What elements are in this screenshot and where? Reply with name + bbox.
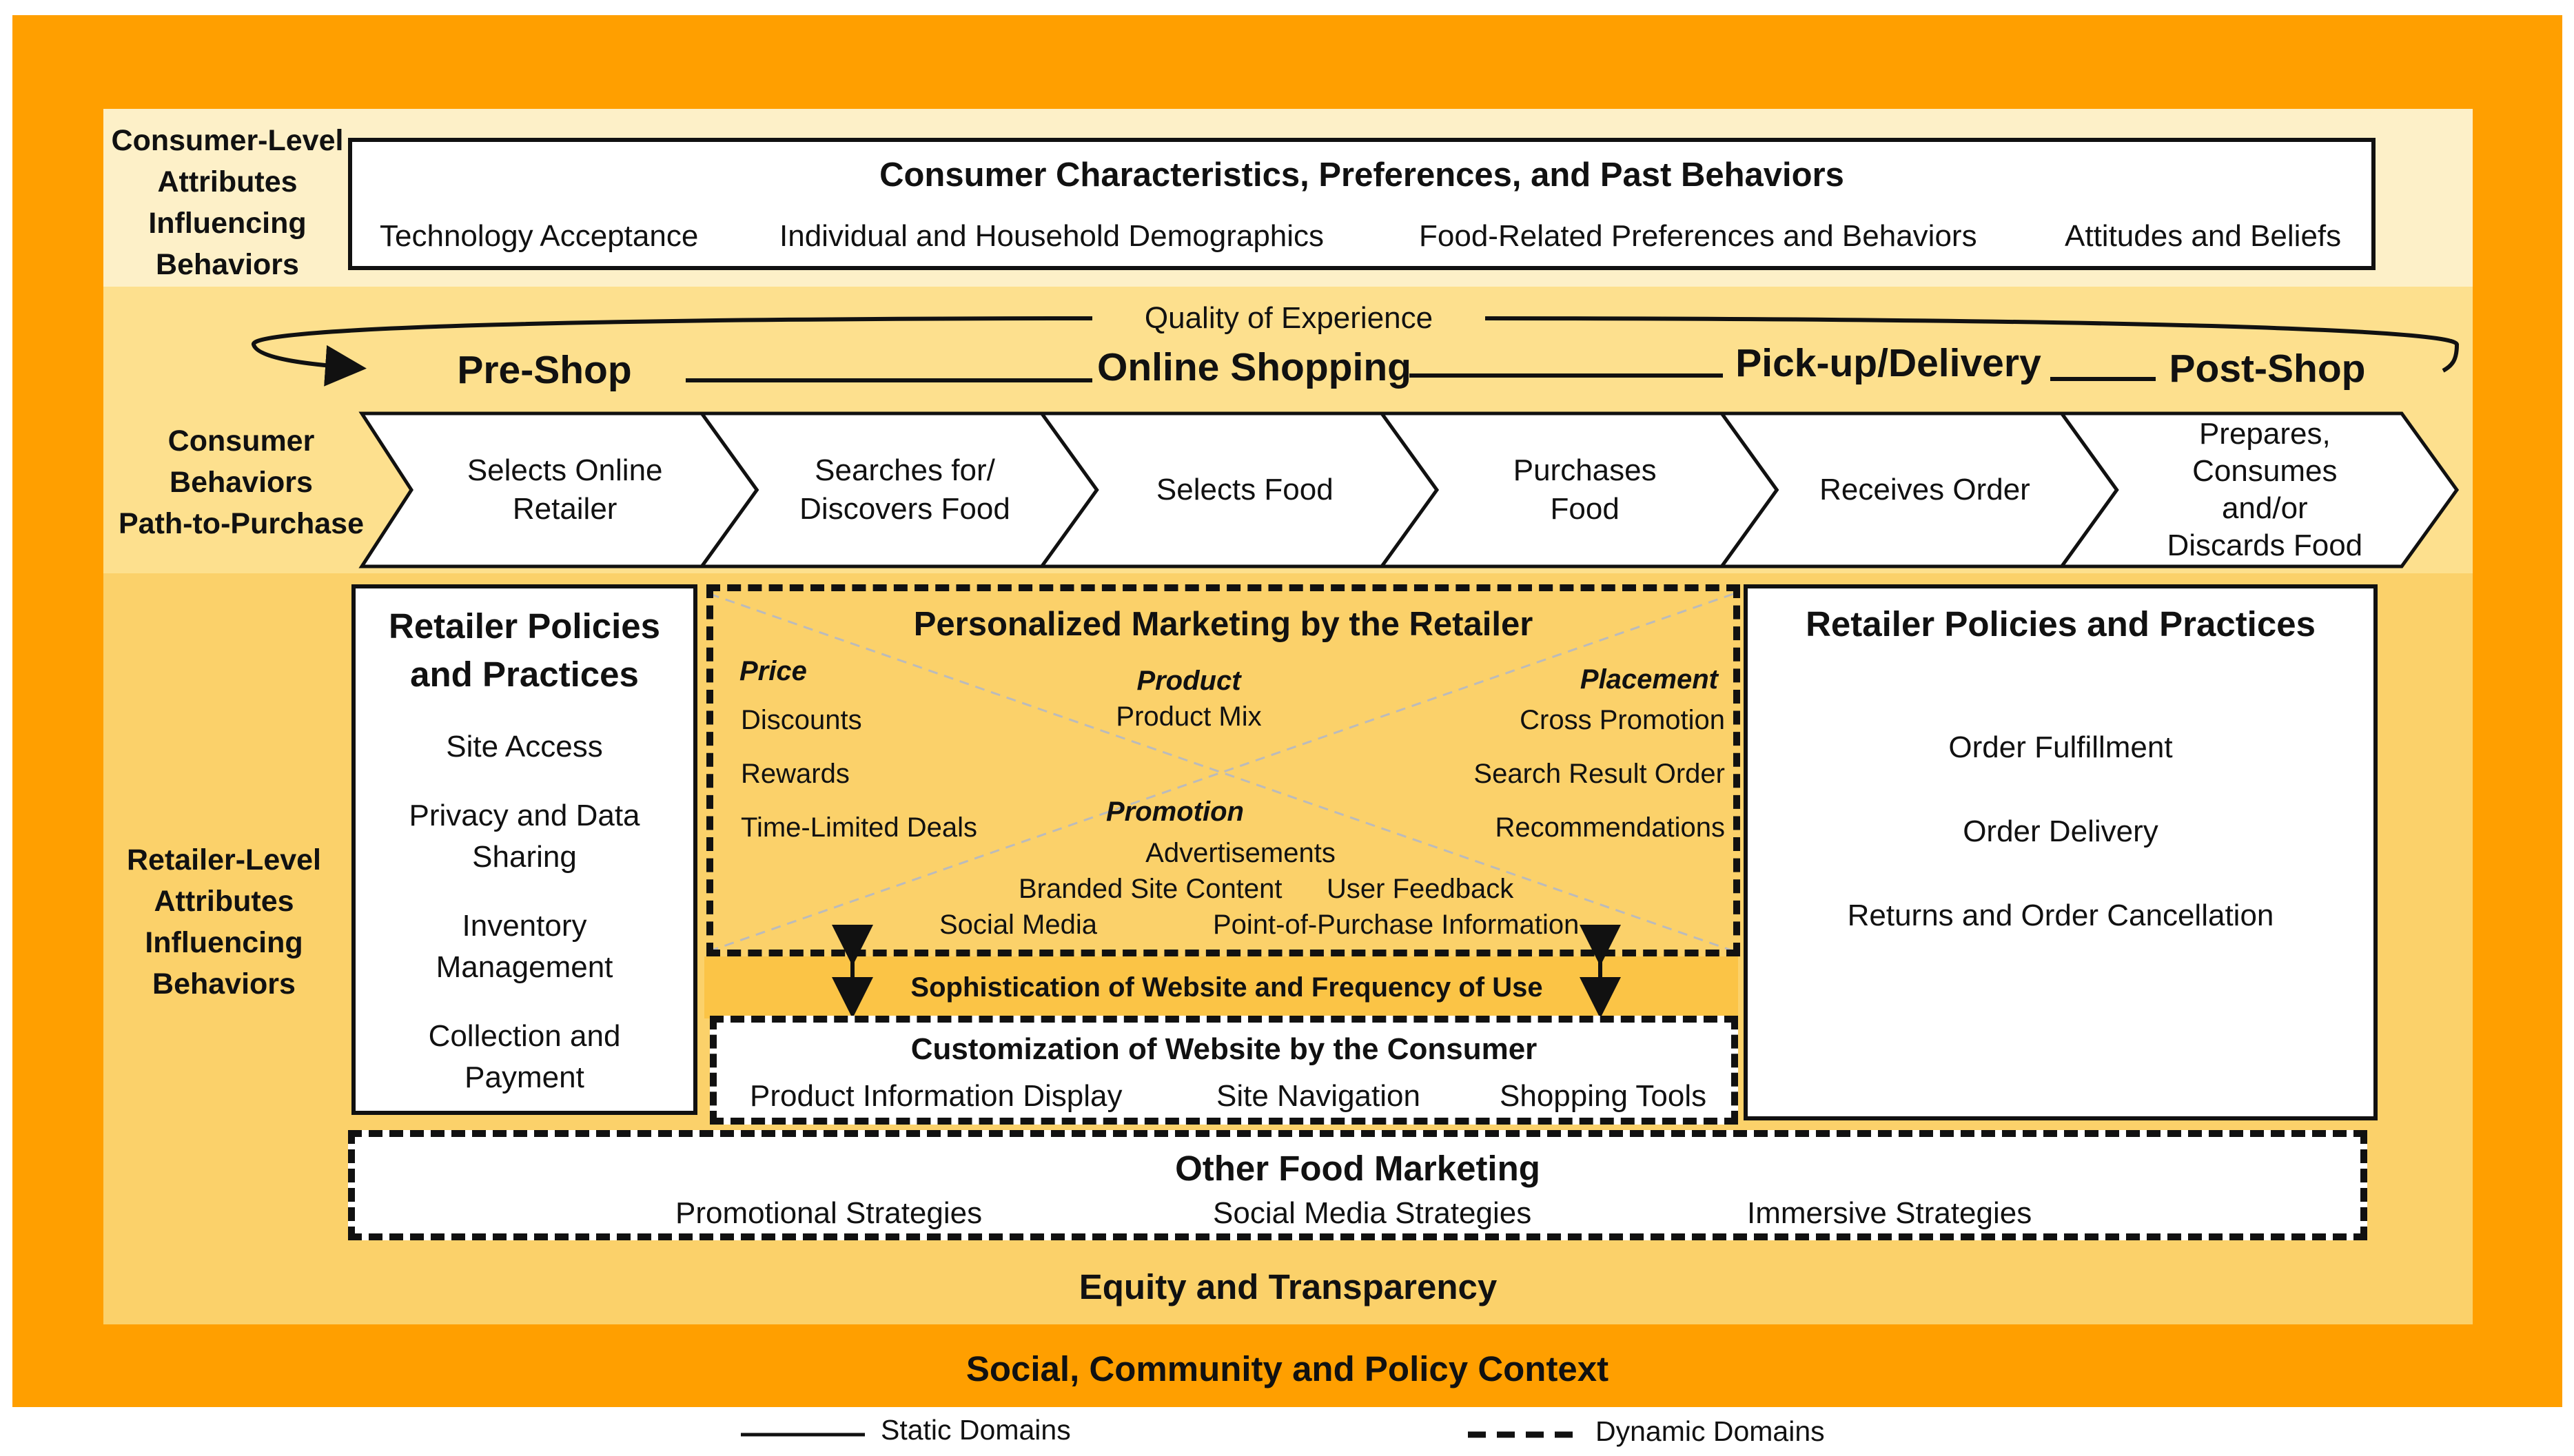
chevron-step-label-line: Consumes bbox=[2192, 454, 2338, 488]
placement-title: Placement bbox=[1580, 664, 1718, 695]
equity-transparency: Equity and Transparency bbox=[1079, 1267, 1498, 1306]
promotion-branded-content: Branded Site Content bbox=[1019, 874, 1283, 904]
legend-dynamic-label: Dynamic Domains bbox=[1595, 1415, 1825, 1447]
product-title: Product bbox=[1136, 666, 1241, 696]
privacy-line: Sharing bbox=[472, 840, 577, 874]
left-retailer-policies-box: Retailer Policies and Practices Site Acc… bbox=[351, 584, 697, 1115]
consumer-characteristics-box: Consumer Characteristics, Preferences, a… bbox=[348, 138, 2376, 270]
promotion-advertisements: Advertisements bbox=[1145, 838, 1336, 868]
label-line: Attributes bbox=[154, 885, 294, 918]
price-discounts: Discounts bbox=[741, 705, 862, 735]
inventory-line: Inventory bbox=[462, 909, 587, 943]
chevron-step-label-line: Receives Order bbox=[1819, 473, 2030, 506]
label-line: Influencing bbox=[148, 207, 307, 240]
inventory-line: Management bbox=[436, 950, 613, 984]
consumer-level-label: Consumer-Level Attributes Influencing Be… bbox=[103, 120, 351, 285]
customization-shopping-tools: Shopping Tools bbox=[1500, 1079, 1707, 1113]
chevron-step-label-line: Discards Food bbox=[2167, 529, 2363, 562]
right-policies-title: Retailer Policies and Practices bbox=[1806, 604, 2316, 644]
consumer-characteristics-title: Consumer Characteristics, Preferences, a… bbox=[879, 156, 1844, 194]
returns-cancellation: Returns and Order Cancellation bbox=[1847, 899, 2274, 932]
chevron-step-label-3: Selects Food bbox=[1081, 413, 1409, 566]
site-access: Site Access bbox=[446, 730, 603, 763]
label-line: Consumer bbox=[167, 424, 315, 458]
phase-pickup-delivery: Pick-up/Delivery bbox=[1735, 341, 2041, 385]
label-line: Attributes bbox=[157, 165, 298, 198]
label-line: Influencing bbox=[145, 926, 303, 959]
placement-recommendations: Recommendations bbox=[1495, 812, 1726, 843]
collection-line: Collection and bbox=[428, 1019, 621, 1053]
left-policies-title-line: and Practices bbox=[410, 655, 639, 694]
left-policies-title-line: Retailer Policies bbox=[388, 606, 661, 646]
promotion-user-feedback: User Feedback bbox=[1327, 874, 1514, 904]
consumer-behaviors-label: Consumer Behaviors Path-to-Purchase bbox=[103, 420, 379, 544]
chevron-step-label-line: Selects Food bbox=[1156, 473, 1334, 506]
promotion-title: Promotion bbox=[1106, 797, 1244, 827]
order-fulfillment: Order Fulfillment bbox=[1948, 730, 2173, 764]
other-food-marketing-box: Other Food Marketing Promotional Strateg… bbox=[348, 1130, 2367, 1240]
placement-search-result: Search Result Order bbox=[1473, 759, 1725, 789]
social-media-strategies: Social Media Strategies bbox=[1213, 1196, 1532, 1230]
price-time-limited: Time-Limited Deals bbox=[741, 812, 978, 843]
quality-loop-right bbox=[1474, 316, 2460, 373]
personalized-title: Personalized Marketing by the Retailer bbox=[913, 606, 1533, 643]
customization-site-navigation: Site Navigation bbox=[1216, 1079, 1420, 1113]
phase-online-shopping: Online Shopping bbox=[1097, 345, 1411, 389]
label-line: Behaviors bbox=[170, 466, 313, 499]
order-delivery: Order Delivery bbox=[1963, 814, 2158, 848]
chevron-step-6 bbox=[2058, 411, 2460, 568]
customization-product-info: Product Information Display bbox=[750, 1079, 1123, 1113]
label-line: Behaviors bbox=[156, 248, 299, 281]
price-title: Price bbox=[739, 656, 807, 686]
right-retailer-policies-box: Retailer Policies and Practices Order Fu… bbox=[1744, 584, 2378, 1120]
chevron-step-label-line: and/or bbox=[2221, 491, 2308, 525]
demographics: Individual and Household Demographics bbox=[779, 219, 1325, 253]
collection-line: Payment bbox=[464, 1060, 584, 1094]
retailer-level-label: Retailer-Level Attributes Influencing Be… bbox=[103, 839, 345, 1005]
chevron-step-label-line: Purchases bbox=[1513, 453, 1657, 487]
social-community-policy-context: Social, Community and Policy Context bbox=[966, 1349, 1609, 1388]
sophistication-band bbox=[704, 956, 1738, 1018]
chevron-step-label-line: Discovers Food bbox=[799, 492, 1010, 526]
chevron-step-label-5: Receives Order bbox=[1760, 413, 2089, 566]
label-line: Retailer-Level bbox=[126, 843, 322, 876]
chevron-step-label-2: Searches for/Discovers Food bbox=[740, 413, 1069, 566]
personalized-marketing-content: Personalized Marketing by the Retailer P… bbox=[713, 591, 1733, 950]
immersive-strategies: Immersive Strategies bbox=[1747, 1196, 2032, 1230]
quality-loop-left bbox=[252, 316, 1107, 387]
price-rewards: Rewards bbox=[741, 759, 850, 789]
phase-pre-shop: Pre-Shop bbox=[457, 348, 632, 392]
chevron-step-label-line: Searches for/ bbox=[815, 453, 995, 487]
promotion-point-of-purchase: Point-of-Purchase Information bbox=[1213, 910, 1580, 940]
personalized-marketing-box bbox=[706, 584, 1740, 956]
placement-cross-promotion: Cross Promotion bbox=[1520, 705, 1725, 735]
chevron-step-label-line: Prepares, bbox=[2198, 417, 2331, 451]
attitudes-beliefs: Attitudes and Beliefs bbox=[2065, 219, 2342, 253]
chevron-step-label-line: Food bbox=[1550, 492, 1620, 526]
label-line: Consumer-Level bbox=[111, 124, 344, 157]
other-food-marketing-title: Other Food Marketing bbox=[1175, 1149, 1540, 1188]
product-mix: Product Mix bbox=[1116, 701, 1262, 732]
path-to-purchase-chevrons bbox=[358, 411, 2460, 568]
sophistication-label: Sophistication of Website and Frequency … bbox=[910, 972, 1543, 1003]
promotion-social-media: Social Media bbox=[939, 910, 1098, 940]
phase-post-shop: Post-Shop bbox=[2169, 347, 2366, 391]
promotional-strategies: Promotional Strategies bbox=[675, 1196, 983, 1230]
food-preferences: Food-Related Preferences and Behaviors bbox=[1419, 219, 1977, 253]
chevron-step-label-line: Selects Online bbox=[467, 453, 663, 487]
quality-of-experience: Quality of Experience bbox=[1092, 298, 1485, 339]
privacy-line: Privacy and Data bbox=[409, 799, 640, 832]
technology-acceptance: Technology Acceptance bbox=[380, 219, 699, 253]
customization-box: Customization of Website by the Consumer… bbox=[710, 1016, 1738, 1125]
legend-static-label: Static Domains bbox=[881, 1414, 1071, 1446]
label-line: Behaviors bbox=[152, 967, 296, 1001]
customization-title: Customization of Website by the Consumer bbox=[910, 1032, 1538, 1066]
label-line: Path-to-Purchase bbox=[118, 507, 364, 540]
chevron-step-label-line: Retailer bbox=[512, 492, 617, 526]
